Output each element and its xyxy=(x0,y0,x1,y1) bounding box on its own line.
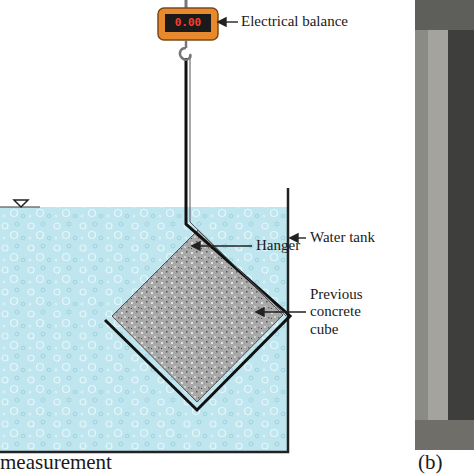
leader-head xyxy=(218,18,226,26)
hook xyxy=(180,40,190,60)
annotation-label: Previous concrete cube xyxy=(310,286,392,338)
annotation-label: Water tank xyxy=(310,229,420,246)
photo-specimen xyxy=(428,30,474,420)
photo-panel xyxy=(415,0,474,30)
water xyxy=(0,207,288,452)
balance-display xyxy=(165,14,211,32)
leader-head xyxy=(256,308,264,316)
water-level-mark xyxy=(14,200,28,207)
photo-frame xyxy=(448,30,474,420)
concrete-cube xyxy=(112,230,283,402)
hanger-frame-edge xyxy=(190,58,286,316)
photo-floor xyxy=(415,420,474,450)
leader-line xyxy=(198,245,252,246)
leader-head xyxy=(192,242,200,250)
balance-body xyxy=(158,8,218,40)
hanger-frame xyxy=(105,58,290,410)
annotation-label: measurement xyxy=(0,450,200,474)
annotation-label: (b) xyxy=(418,450,474,474)
hook-top xyxy=(185,0,188,8)
display-reading: 0.00 xyxy=(165,16,211,30)
tank-wall xyxy=(0,188,288,452)
photo-panel xyxy=(415,0,474,450)
leader-line xyxy=(262,311,306,312)
annotation-label: Electrical balance xyxy=(241,13,441,30)
